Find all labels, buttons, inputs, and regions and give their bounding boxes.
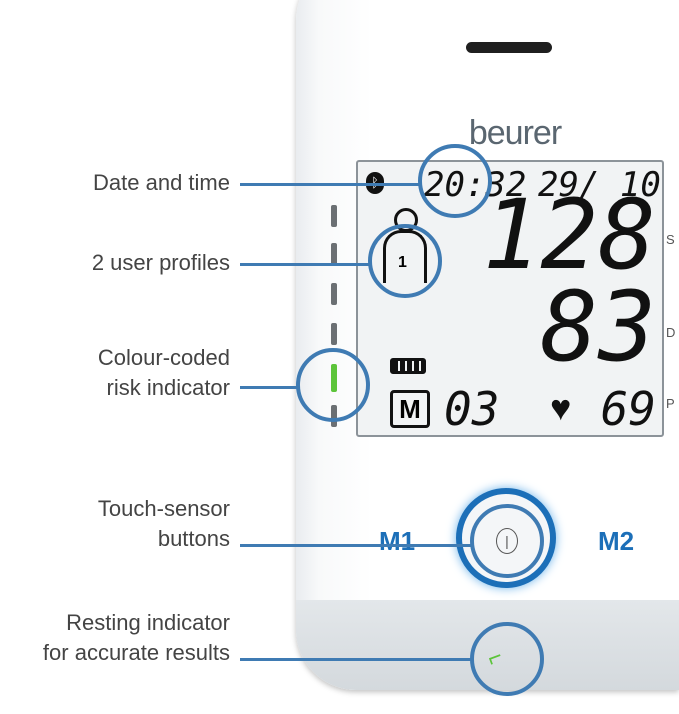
diastolic-value: 83 (540, 271, 656, 383)
annotation-user-profiles: 2 user profiles (91, 250, 230, 275)
edge-label-pulse: P (666, 396, 675, 411)
memory-number: 03 (444, 382, 500, 436)
annotation-touch-buttons: Touch-sensor buttons (97, 496, 230, 551)
m2-button[interactable]: M2 (598, 526, 635, 556)
callout-circle (470, 622, 544, 696)
edge-label-systolic: S (666, 232, 675, 247)
battery-icon (390, 358, 426, 374)
lcd-screen: ᛒ 20:32 29/ 10 1 128 83 M 03 ♥ 69 (356, 160, 664, 437)
leader-line (240, 386, 300, 389)
leader-line (240, 544, 474, 547)
annotation-risk-indicator: Colour-coded risk indicator (97, 345, 230, 400)
leader-line (240, 658, 472, 661)
callout-circle (418, 144, 492, 218)
leader-line (240, 263, 372, 266)
brand-logo: beurer (468, 114, 562, 152)
memory-icon: M (390, 390, 430, 428)
callout-circle (296, 348, 370, 422)
callout-circle (470, 504, 544, 578)
m1-button[interactable]: M1 (379, 526, 416, 556)
callout-circle (368, 224, 442, 298)
systolic-value: 128 (482, 179, 656, 291)
leader-line (240, 183, 422, 186)
pulse-value: 69 (600, 382, 656, 436)
heart-icon: ♥ (550, 387, 572, 428)
edge-label-diastolic: D (666, 325, 676, 340)
annotation-resting-indicator: Resting indicator for accurate results (42, 610, 230, 665)
annotation-date-time: Date and time (93, 170, 230, 195)
device-slot (466, 42, 552, 53)
date-display: 29/ 10 (538, 165, 661, 205)
